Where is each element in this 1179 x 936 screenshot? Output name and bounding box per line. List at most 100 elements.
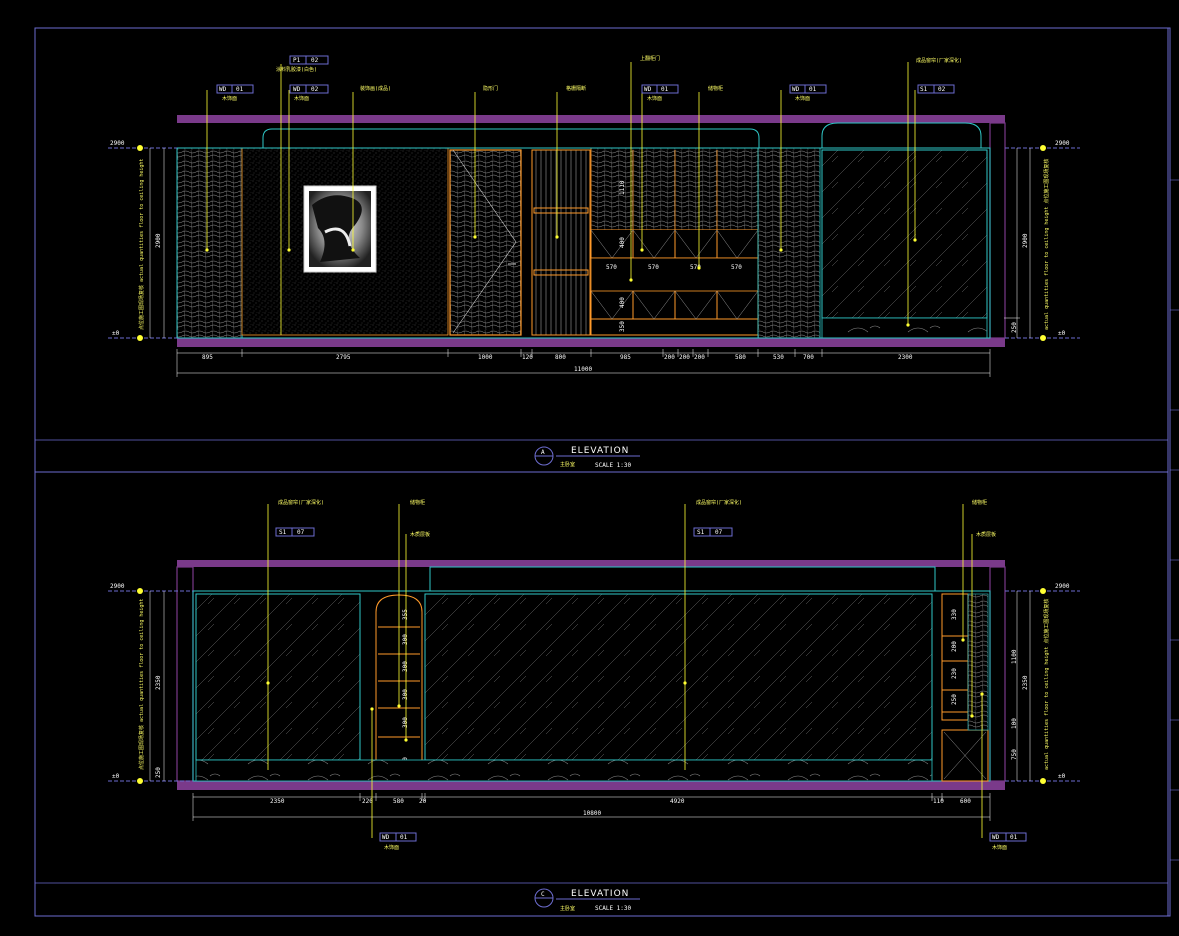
vertical-note-left-a: 点位施工图现场复核 actual quantities floor to cei… (138, 159, 145, 330)
left-wall-c (176, 566, 194, 782)
callout-shelf-c1: 木质层板 (410, 531, 430, 538)
svg-text:895: 895 (202, 354, 213, 361)
svg-text:250: 250 (951, 694, 958, 705)
svg-text:4920: 4920 (670, 798, 685, 805)
svg-text:580: 580 (735, 354, 746, 361)
svg-text:木质层板: 木质层板 (410, 531, 430, 538)
height-right-c: 2350 (1022, 675, 1029, 690)
svg-text:WD: WD (644, 86, 652, 93)
svg-text:300: 300 (402, 689, 409, 700)
svg-text:01: 01 (1010, 834, 1018, 841)
svg-text:530: 530 (773, 354, 784, 361)
svg-text:20: 20 (419, 798, 427, 805)
total-dim-c: 10800 (583, 810, 601, 817)
elevation-c-marker: C (541, 891, 545, 898)
callout-s1-07-main: 成品窗帘(厂家深化) S1 07 (693, 499, 742, 537)
svg-text:装饰画(成品): 装饰画(成品) (360, 85, 391, 92)
svg-text:2300: 2300 (898, 354, 913, 361)
callout-p1-02: P1 02 涂料乳胶漆(白色) (276, 55, 329, 73)
ceiling-cove-left (262, 128, 760, 148)
right-dim-c-3: 750 (1011, 749, 1018, 760)
svg-text:330: 330 (951, 609, 958, 620)
skirting-c: 250 (155, 767, 162, 778)
leaders-a (206, 62, 916, 335)
level-bottom-left-c: ±0 (112, 773, 120, 780)
svg-text:570: 570 (690, 264, 701, 271)
elevation-c: 355 300 300 300 300 550 330 200 230 250 (108, 499, 1080, 912)
ceiling-band-c (177, 560, 1005, 567)
ceiling-cove-right (821, 122, 982, 148)
svg-text:400: 400 (619, 237, 626, 248)
level-top-right-a: 2900 (1055, 140, 1070, 147)
svg-text:350: 350 (619, 321, 626, 332)
svg-text:储物柜: 储物柜 (410, 499, 425, 506)
svg-text:800: 800 (555, 354, 566, 361)
vertical-note-right-c: actual quantities floor to ceiling heigh… (1043, 599, 1050, 770)
svg-text:储物柜: 储物柜 (708, 85, 723, 92)
dim-lines-c (192, 793, 991, 821)
skirting-a: 250 (1011, 322, 1018, 333)
svg-text:300: 300 (402, 717, 409, 728)
svg-text:S1: S1 (920, 86, 928, 93)
wood-strip-c (967, 593, 989, 731)
wall-outline-a (176, 147, 991, 339)
total-dim-a: 11000 (574, 366, 592, 373)
cabinet-wood-upper (590, 147, 759, 231)
artwork-frame (303, 185, 377, 273)
small-shelf-boards (942, 635, 968, 713)
svg-text:400: 400 (619, 297, 626, 308)
svg-text:木饰面: 木饰面 (384, 844, 399, 851)
dim-text-a: 895 2795 1000 120 800 985 200 200 200 58… (202, 354, 913, 373)
svg-text:200: 200 (679, 354, 690, 361)
svg-text:成品窗帘(厂家深化): 成品窗帘(厂家深化) (696, 499, 742, 506)
right-wall-a (989, 122, 1006, 339)
height-left-c: 2350 (155, 675, 162, 690)
svg-text:985: 985 (620, 354, 631, 361)
callout-artwork: 装饰画(成品) (360, 85, 391, 92)
floor-band-a (177, 338, 1005, 347)
svg-text:成品窗帘(厂家深化): 成品窗帘(厂家深化) (916, 57, 962, 64)
level-bottom-right-a: ±0 (1058, 330, 1066, 337)
svg-text:木饰面: 木饰面 (647, 95, 662, 102)
floor-band-c (177, 781, 1005, 790)
svg-text:S1: S1 (697, 529, 705, 536)
open-shelf-band (590, 257, 759, 292)
elevation-a: 2900 ±0 2900 ±0 2900 2900 250 点位施工图现场复核 … (108, 55, 1080, 469)
svg-text:格栅隔断: 格栅隔断 (566, 85, 586, 92)
svg-text:01: 01 (236, 86, 244, 93)
ceiling-band-a (177, 115, 1005, 123)
svg-text:储物柜: 储物柜 (972, 499, 987, 506)
svg-text:570: 570 (606, 264, 617, 271)
svg-text:P1: P1 (293, 57, 301, 64)
slat-screen (531, 149, 591, 336)
svg-text:230: 230 (951, 668, 958, 679)
svg-text:700: 700 (803, 354, 814, 361)
svg-text:600: 600 (960, 798, 971, 805)
svg-text:上翻柜门: 上翻柜门 (640, 55, 660, 62)
callout-storage-c1: 储物柜 (410, 499, 425, 506)
curtain-floor-a (821, 317, 988, 339)
small-shelf-dims: 330 200 230 250 (951, 609, 958, 705)
callout-slat-screen: 格栅隔断 (566, 85, 586, 92)
svg-text:02: 02 (311, 57, 319, 64)
svg-text:07: 07 (715, 529, 723, 536)
leaders-c (267, 504, 983, 838)
elevation-a-title: A ELEVATION 主卧室 SCALE 1:30 (534, 446, 640, 469)
door-swing-lines (452, 149, 517, 334)
right-dim-c-2: 100 (1011, 718, 1018, 729)
elevation-a-marker: A (541, 449, 545, 456)
vertical-dims-a (149, 148, 1031, 338)
nightstand-cross (943, 731, 987, 780)
svg-text:570: 570 (648, 264, 659, 271)
svg-text:木饰面: 木饰面 (795, 95, 810, 102)
callout-storage-a: 储物柜 (708, 85, 723, 92)
leader-dots-c (266, 638, 984, 742)
svg-text:涂料乳胶漆(白色): 涂料乳胶漆(白色) (276, 66, 317, 73)
elevation-a-room: 主卧室 (560, 461, 575, 468)
height-right-a: 2900 (1022, 233, 1029, 248)
nightstand-c (941, 729, 989, 782)
svg-text:木饰面: 木饰面 (222, 95, 237, 102)
svg-text:WD: WD (382, 834, 390, 841)
